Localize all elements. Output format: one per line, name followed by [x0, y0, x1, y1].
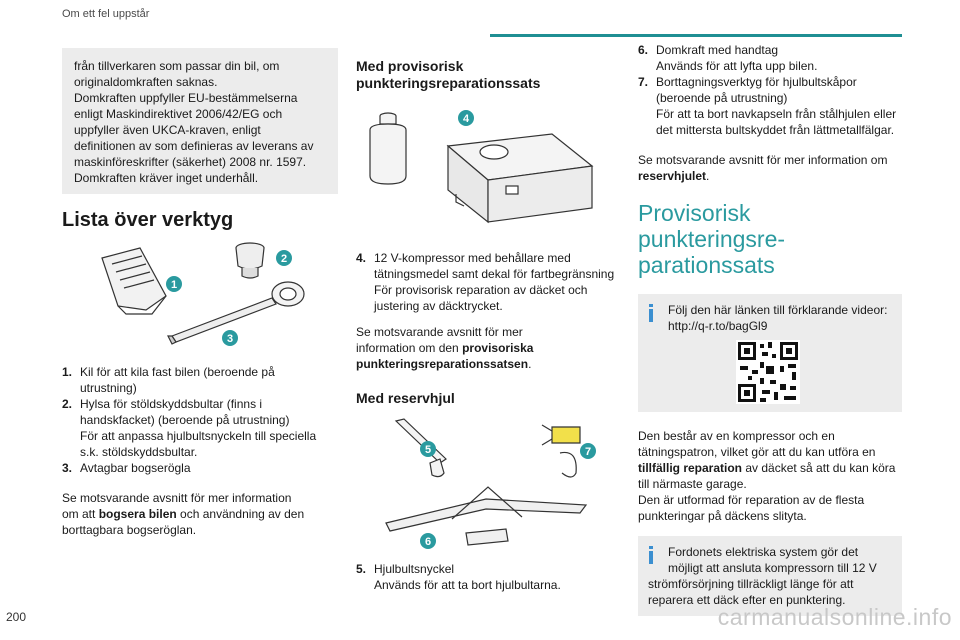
callout-6 — [420, 533, 436, 549]
list-item: 2. Hylsa för stöldskyddsbultar (finns i … — [62, 397, 317, 459]
note-line: från tillverkaren som passar din bil, om — [74, 59, 280, 73]
header-accent-bar — [490, 34, 902, 37]
callout-3 — [222, 330, 238, 346]
electrical-info-box: Fordonets elektriska system gör det möjl… — [638, 536, 902, 616]
sealant-bottle-icon — [369, 112, 407, 185]
callout-7-label: 7 — [585, 446, 591, 458]
callout-5-label: 5 — [425, 444, 431, 456]
column-1: från tillverkaren som passar din bil, om… — [62, 48, 338, 538]
callout-1 — [166, 276, 182, 292]
wheel-chock-icon — [101, 247, 167, 315]
spare-wheel-reference: Se motsvarande avsnitt för mer informati… — [638, 153, 888, 183]
spare-wheel-heading: Med reservhjul — [356, 390, 455, 406]
note-line: Domkraften kräver inget underhåll. — [74, 171, 259, 185]
info-icon — [648, 546, 656, 564]
spare-wheel-link-text: reservhjulet — [638, 169, 707, 183]
qr-code-icon[interactable] — [736, 340, 800, 404]
note-line: maskinföreskrifter (säkerhet) 2008 nr. 1… — [74, 155, 307, 169]
callout-3-label: 3 — [227, 333, 233, 345]
repair-kit-list: 4. 12 V-kompressor med behållare med tät… — [356, 250, 618, 314]
repair-kit-reference: Se motsvarande avsnitt för mer informati… — [356, 325, 534, 371]
column-2: Med provisorisk punkteringsreparationssa… — [356, 48, 618, 593]
callout-7 — [580, 443, 596, 459]
page-number: 200 — [6, 610, 27, 624]
repair-kit-heading: Med provisorisk punkteringsreparationssa… — [356, 58, 541, 91]
tow-ring-icon — [167, 281, 305, 345]
spare-wheel-list-cont: 6. Domkraft med handtag Används för att … — [638, 42, 902, 138]
list-item: 6. Domkraft med handtag Används för att … — [638, 43, 818, 73]
wedge-socket-towring-drawing: 1 2 3 — [101, 242, 305, 346]
callout-5 — [420, 441, 436, 457]
note-line: originaldomkraften saknas. — [74, 75, 218, 89]
socket-icon — [235, 242, 265, 279]
hubcap-tool-icon — [541, 424, 581, 478]
note-line: uppfyller även UKCA-kraven, enligt — [74, 123, 261, 137]
callout-1-label: 1 — [171, 279, 177, 291]
callout-4-label: 4 — [463, 113, 470, 125]
note-line: Domkraften uppfyller EU-bestämmelserna — [74, 91, 298, 105]
list-item: 3. Avtagbar bogserögla — [62, 461, 191, 475]
watermark: carmanualsonline.info — [717, 604, 952, 630]
list-item: 5. Hjulbultsnyckel Används för att ta bo… — [356, 562, 561, 592]
callout-2 — [276, 250, 292, 266]
towing-reference: Se motsvarande avsnitt för mer informati… — [62, 491, 305, 537]
callout-2-label: 2 — [281, 253, 287, 265]
tools-list-heading: Lista över verktyg — [62, 209, 234, 231]
callout-4 — [458, 110, 474, 126]
towing-link-text: bogsera bilen — [98, 507, 177, 521]
list-item: 1. Kil för att kila fast bilen (beroende… — [62, 365, 275, 395]
list-item: 7. Borttagningsverktyg för hjulbultskåpo… — [638, 75, 897, 137]
column-3: 6. Domkraft med handtag Används för att … — [638, 42, 902, 616]
compressor-illustration: 4 — [356, 106, 618, 232]
jack-icon — [385, 486, 588, 546]
spare-wheel-list: 5. Hjulbultsnyckel Används för att ta bo… — [356, 561, 618, 593]
section-title: Om ett fel uppstår — [62, 8, 150, 20]
list-item: 4. 12 V-kompressor med behållare med tät… — [356, 251, 615, 313]
info-icon — [648, 304, 656, 322]
video-link[interactable]: http://q-r.to/bagGl9 — [668, 319, 768, 333]
repair-kit-section-title: Provisorisk punkteringsre- parationssats — [638, 200, 786, 278]
video-link-box: Följ den här länken till förklarande vid… — [638, 294, 902, 412]
jack-note-box: från tillverkaren som passar din bil, om… — [62, 48, 338, 194]
tools-illustration: 1 2 3 — [62, 240, 338, 352]
tools-list: 1. Kil för att kila fast bilen (beroende… — [62, 364, 338, 476]
repair-kit-description: Den består av en kompressor och en tätni… — [638, 429, 896, 523]
spare-wheel-tools-illustration: 5 6 7 — [356, 413, 618, 553]
repair-kit-link-text: punkteringsreparationssatsen — [356, 357, 529, 371]
note-line: definitionen av som definieras av levera… — [74, 139, 314, 153]
compressor-icon — [446, 133, 594, 224]
callout-6-label: 6 — [425, 536, 431, 548]
page-header: Om ett fel uppstår — [0, 0, 960, 37]
note-line: enligt Maskindirektivet 2006/42/EG och — [74, 107, 283, 121]
